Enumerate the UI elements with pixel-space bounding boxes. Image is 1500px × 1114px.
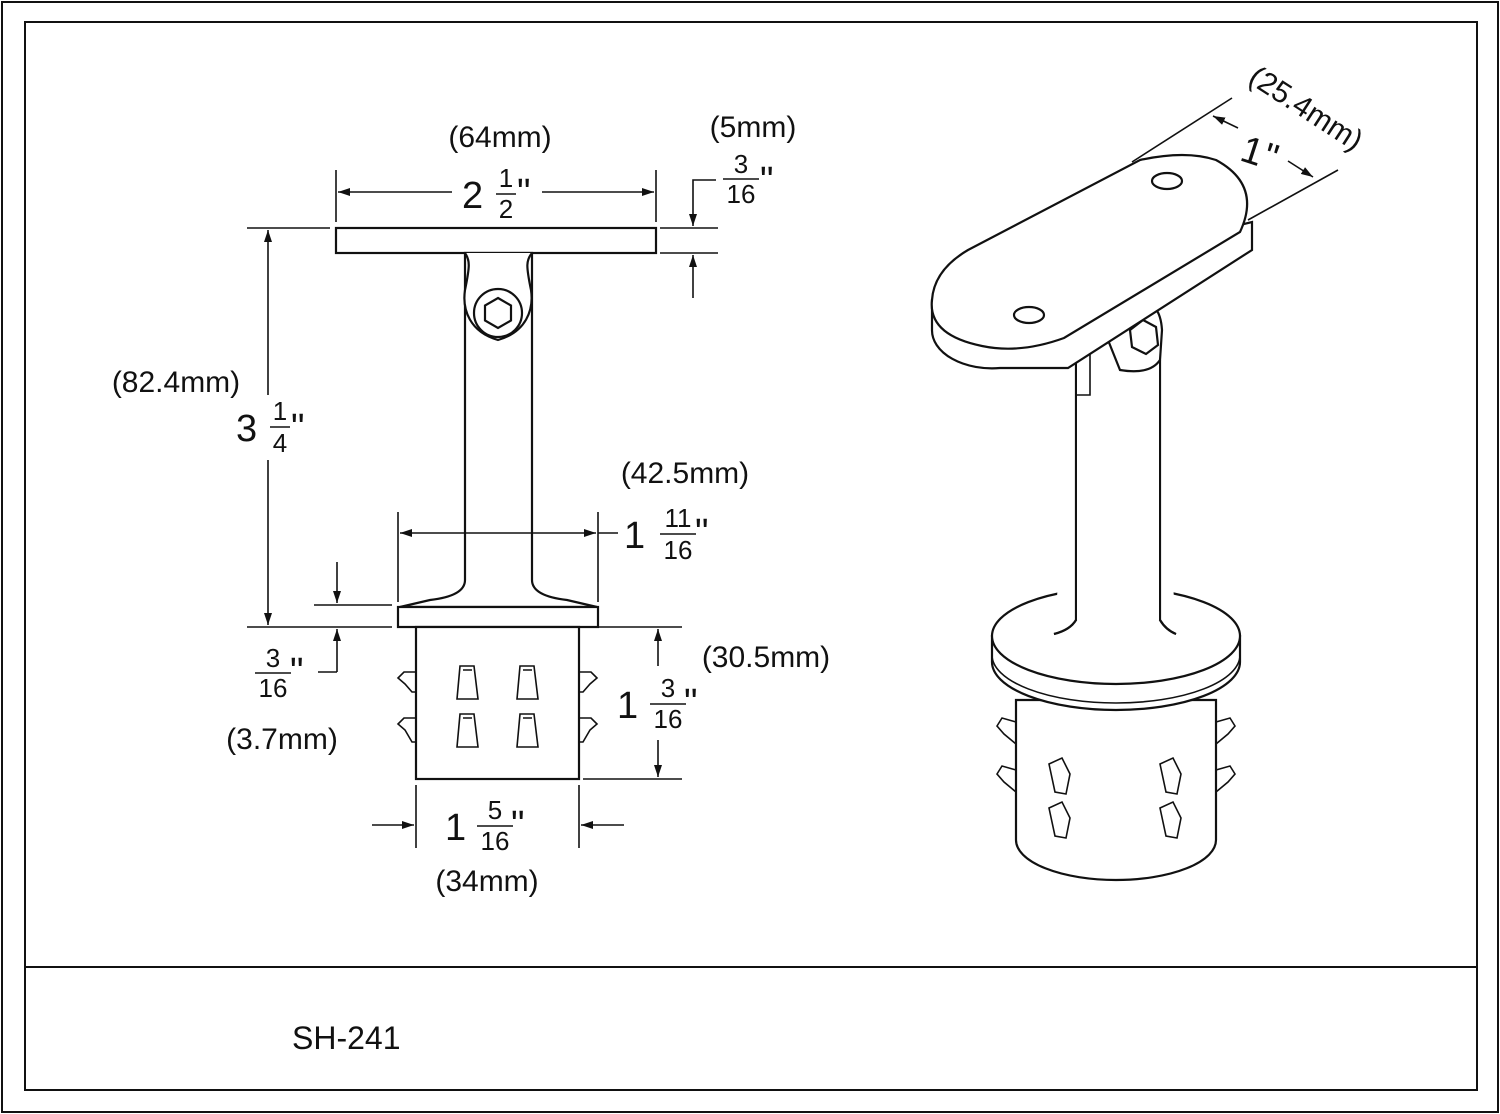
- iso-grip-tab: [1159, 800, 1182, 839]
- saddle-thickness-unit: ": [760, 160, 774, 202]
- base-height-unit: ": [684, 682, 698, 724]
- iso-barb: [996, 717, 1017, 745]
- saddle-width-whole: 2: [462, 175, 483, 217]
- iso-hex-socket-icon: [1128, 318, 1160, 356]
- hex-socket-icon: [483, 296, 513, 330]
- base-width-mm: (34mm): [435, 865, 538, 898]
- iso-barb: [996, 765, 1017, 793]
- base-cup: [414, 625, 581, 781]
- right-upper-barb: [579, 671, 599, 693]
- isometric-view: [930, 153, 1254, 882]
- overall-height-mm: (82.4mm): [112, 366, 240, 399]
- dimension-flange-thickness: 3 16 " (3.7mm): [226, 562, 392, 756]
- flange-thickness-den: 16: [259, 673, 288, 703]
- flange-thickness-mm: (3.7mm): [226, 723, 338, 756]
- saddle-width-mm: (64mm): [448, 121, 551, 154]
- flange-width-whole: 1: [624, 515, 645, 557]
- overall-height-num: 1: [273, 396, 287, 426]
- flange-width-unit: ": [695, 512, 709, 554]
- iso-stem-body: [1077, 360, 1159, 620]
- saddle-plate: [334, 226, 658, 255]
- saddle-width-unit: ": [517, 172, 531, 214]
- left-upper-barb: [396, 671, 416, 693]
- base-width-den: 16: [481, 826, 510, 856]
- base-width-unit: ": [511, 804, 525, 846]
- dimension-base-height: (30.5mm) 1 3 16 ": [583, 626, 830, 780]
- iso-grip-tab: [1048, 800, 1071, 839]
- overall-height-unit: ": [291, 407, 305, 449]
- dimension-overall-height: (82.4mm) 3 1 4 ": [112, 227, 392, 628]
- base-height-den: 16: [654, 704, 683, 734]
- base-height-mm: (30.5mm): [702, 641, 830, 674]
- iso-grip-tab: [1048, 756, 1071, 795]
- dimension-base-width: 1 5 16 " (34mm): [372, 785, 624, 898]
- saddle-width-num: 1: [499, 163, 513, 193]
- saddle-thickness-num: 3: [734, 149, 748, 179]
- flange-width-mm: (42.5mm): [621, 457, 749, 490]
- flange-width-num: 11: [665, 503, 692, 533]
- saddle-thickness-mm: (5mm): [710, 111, 797, 144]
- overall-height-whole: 3: [236, 408, 257, 450]
- grip-tab: [456, 713, 479, 748]
- overall-height-den: 4: [273, 428, 287, 458]
- flange-thickness-num: 3: [266, 643, 280, 673]
- grip-tab: [516, 713, 539, 748]
- iso-saddle-top: [930, 153, 1249, 350]
- base-width-whole: 1: [445, 807, 466, 849]
- iso-stem-outline: [1053, 360, 1177, 635]
- iso-barb: [1215, 765, 1236, 793]
- iso-screw-hole: [1012, 305, 1046, 325]
- base-height-num: 3: [661, 673, 675, 703]
- dimension-flange-width: (42.5mm) 1 11 16 ": [397, 457, 749, 602]
- iso-pivot-slot: [1075, 345, 1091, 396]
- saddle-width-den: 2: [499, 194, 513, 224]
- base-height-whole: 1: [617, 685, 638, 727]
- front-view: [334, 226, 658, 781]
- iso-grip-tab: [1159, 756, 1182, 795]
- dimension-saddle-thickness: (5mm) 3 16 ": [660, 111, 796, 298]
- inner-frame: [24, 21, 1478, 1091]
- flange-width-den: 16: [664, 535, 693, 565]
- grip-tab: [516, 665, 539, 700]
- saddle-thickness-den: 16: [727, 179, 756, 209]
- grip-tab: [456, 665, 479, 700]
- iso-barb: [1215, 717, 1236, 745]
- flange-thickness-unit: ": [290, 651, 304, 693]
- flange: [396, 605, 600, 629]
- iso-flange-rim: [991, 654, 1241, 704]
- iso-screw-hole: [1150, 171, 1184, 191]
- dimension-saddle-width: (64mm) 2 1 2 ": [335, 121, 657, 224]
- base-width-num: 5: [488, 795, 502, 825]
- left-lower-barb: [396, 717, 416, 743]
- iso-base-cup: [1014, 698, 1218, 882]
- right-lower-barb: [579, 717, 599, 743]
- part-code: SH-241: [292, 1020, 401, 1056]
